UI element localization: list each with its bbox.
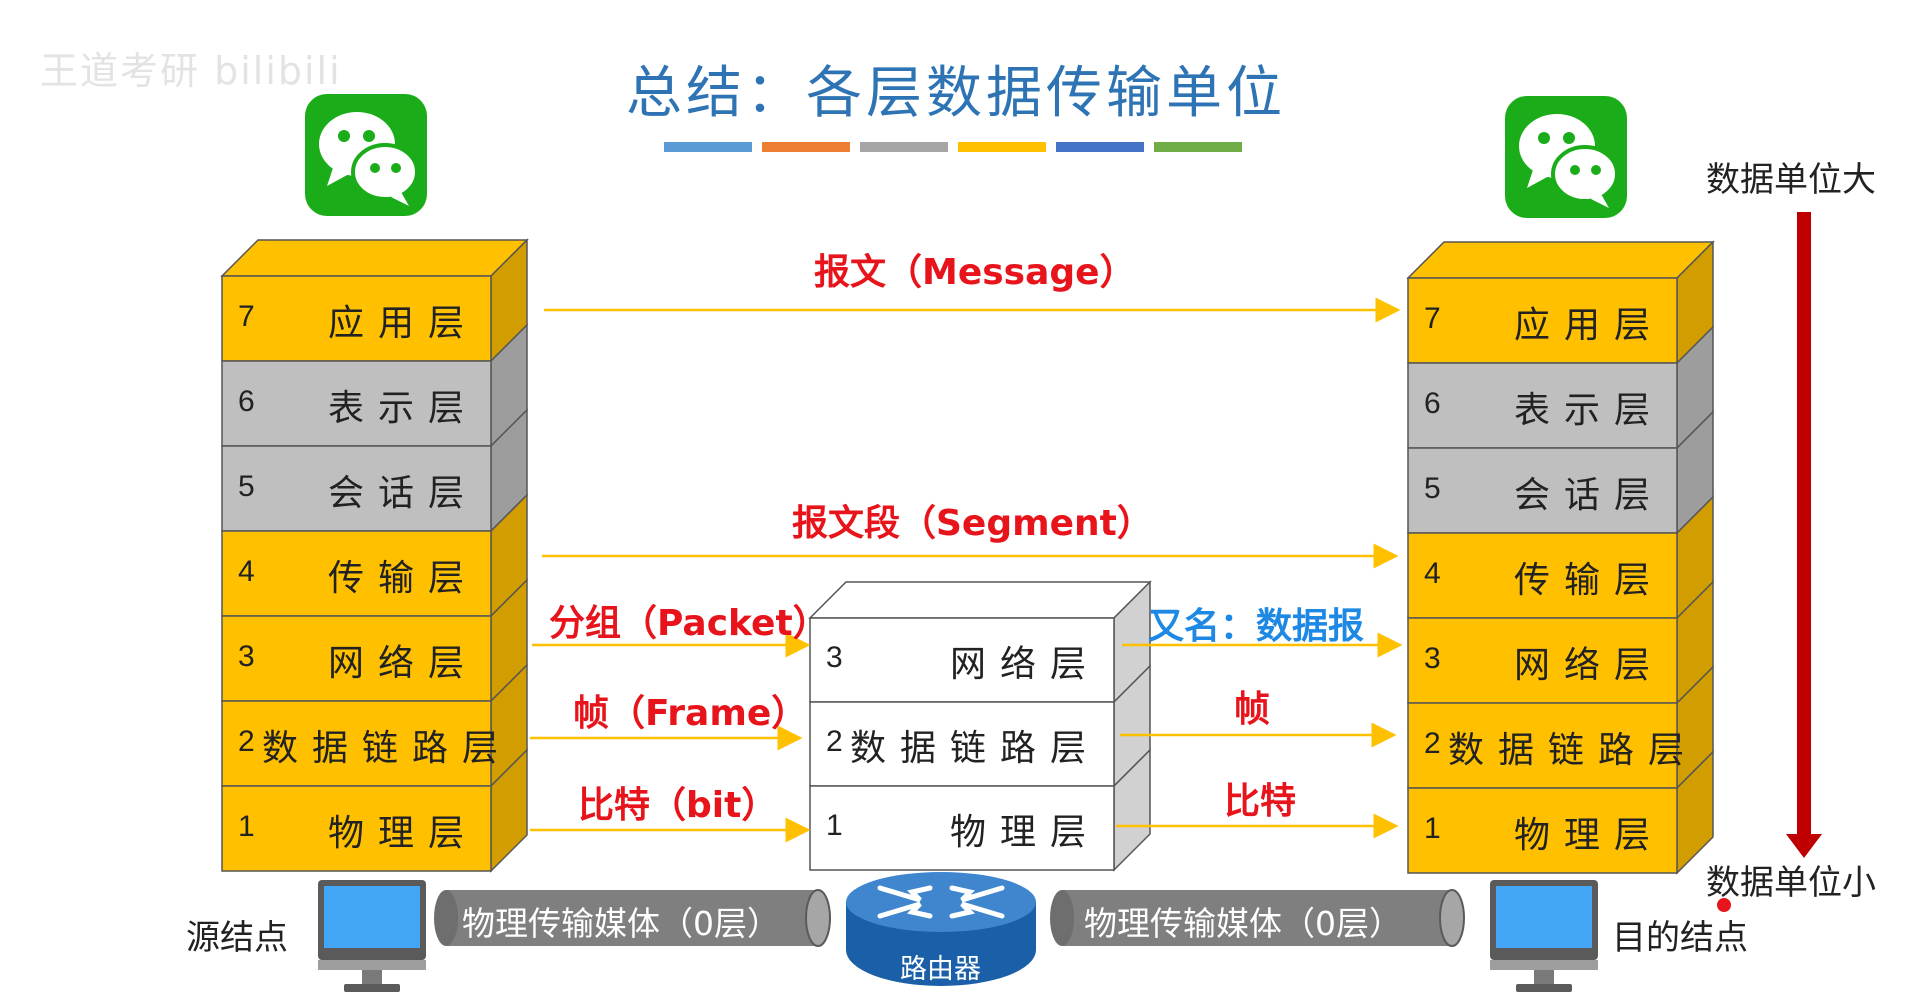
- destination-layer-name: 会话层: [1513, 474, 1664, 516]
- router-layer-number: 3: [826, 641, 843, 674]
- computer-icon: [1490, 880, 1598, 992]
- destination-layer-number: 2: [1424, 726, 1441, 760]
- unit-packet: 分组（Packet）: [549, 603, 829, 644]
- source-layer-number: 2: [238, 724, 255, 758]
- unit-segment: 报文段（Segment）: [792, 503, 1153, 544]
- destination-layer-name: 物理层: [1513, 814, 1664, 856]
- title-color-bar: [860, 142, 948, 152]
- destination-layer-name: 网络层: [1513, 644, 1664, 686]
- router-protocol-stack: [808, 580, 1152, 872]
- source-layer-face: [221, 615, 492, 702]
- source-layer-number: 6: [238, 384, 255, 418]
- page-title: 总结：各层数据传输单位: [626, 61, 1286, 126]
- watermark: 王道考研 bilibili: [40, 49, 342, 93]
- source-node-label: 源结点: [186, 918, 288, 958]
- destination-layer-face: [1407, 787, 1678, 874]
- size-large-label: 数据单位大: [1706, 160, 1876, 200]
- destination-protocol-stack: [1406, 240, 1715, 875]
- unit-frame: 帧（Frame）: [573, 693, 808, 734]
- source-layer-face: [221, 445, 492, 532]
- unit-bit: 比特（bit）: [578, 785, 778, 826]
- source-layer-number: 4: [238, 554, 255, 588]
- destination-layer-name: 应用层: [1513, 304, 1664, 346]
- media-right-label: 物理传输媒体（0层）: [1084, 904, 1402, 943]
- source-layer-number: 5: [238, 469, 255, 503]
- source-layer-number: 7: [238, 299, 255, 333]
- router-icon: [846, 872, 1036, 986]
- transfer-arrows: [530, 297, 1403, 843]
- destination-layer-face: [1407, 447, 1678, 534]
- source-layer-name: 物理层: [327, 812, 478, 854]
- media-left-label: 物理传输媒体（0层）: [462, 904, 780, 943]
- size-scale-arrow: [1786, 212, 1822, 858]
- destination-layer-number: 5: [1424, 471, 1441, 505]
- title-color-bar: [958, 142, 1046, 152]
- destination-layer-face: [1407, 277, 1678, 364]
- router-layer-number: 2: [826, 725, 843, 758]
- router-layer-name: 数据链路层: [850, 728, 1101, 769]
- destination-top-face: [1406, 241, 1715, 279]
- router-layer-face: [809, 617, 1115, 703]
- router-layer-number: 1: [826, 809, 843, 842]
- destination-layer-number: 3: [1424, 641, 1441, 675]
- router-layer-name: 物理层: [949, 812, 1100, 853]
- title-color-bar: [1056, 142, 1144, 152]
- router-top-face: [808, 581, 1152, 619]
- source-layer-face: [221, 530, 492, 617]
- destination-layer-number: 4: [1424, 556, 1441, 590]
- physical-media-right: [1050, 889, 1465, 947]
- destination-layer-number: 1: [1424, 811, 1441, 845]
- wechat-icon: [1505, 96, 1627, 218]
- source-layer-face: [221, 785, 492, 872]
- destination-layer-name: 传输层: [1513, 559, 1664, 601]
- source-layer-number: 1: [238, 809, 255, 843]
- source-layer-name: 会话层: [327, 472, 478, 514]
- physical-media-left: [434, 889, 831, 947]
- router-layer-name: 网络层: [949, 644, 1100, 685]
- destination-layer-number: 6: [1424, 386, 1441, 420]
- destination-layer-face: [1407, 362, 1678, 449]
- unit-message: 报文（Message）: [814, 252, 1136, 293]
- destination-layer-name: 数据链路层: [1448, 729, 1699, 771]
- source-protocol-stack: [220, 238, 529, 873]
- computer-icon: [318, 880, 426, 992]
- router-label: 路由器: [900, 954, 981, 985]
- wechat-icon: [305, 94, 427, 216]
- destination-layer-name: 表示层: [1513, 389, 1664, 431]
- unit-packet-alias: 又名：数据报: [1148, 606, 1365, 647]
- title-color-bar: [1154, 142, 1242, 152]
- destination-node-label: 目的结点: [1612, 918, 1748, 958]
- size-small-label: 数据单位小: [1706, 863, 1876, 903]
- title-color-bar: [664, 142, 752, 152]
- destination-layer-face: [1407, 617, 1678, 704]
- source-layer-face: [221, 700, 492, 787]
- source-layer-number: 3: [238, 639, 255, 673]
- source-layer-name: 网络层: [327, 642, 478, 684]
- source-layer-name: 表示层: [327, 387, 478, 429]
- source-layer-name: 数据链路层: [262, 727, 513, 769]
- source-layer-name: 应用层: [327, 302, 478, 344]
- title-color-bar: [762, 142, 850, 152]
- unit-bit-right: 比特: [1224, 781, 1297, 822]
- source-layer-name: 传输层: [327, 557, 478, 599]
- destination-layer-face: [1407, 532, 1678, 619]
- router-layer-face: [809, 701, 1115, 787]
- destination-layer-face: [1407, 702, 1678, 789]
- unit-frame-right: 帧: [1234, 689, 1271, 730]
- pointer-dot: [1717, 898, 1731, 912]
- source-top-face: [220, 239, 529, 277]
- destination-layer-number: 7: [1424, 301, 1441, 335]
